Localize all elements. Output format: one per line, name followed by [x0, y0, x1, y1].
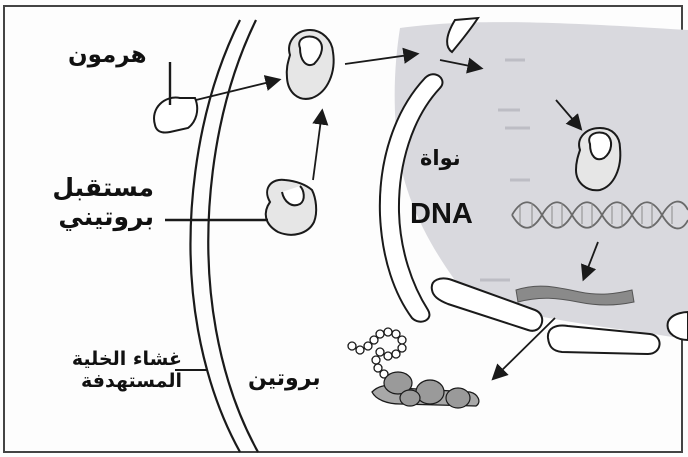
hormone-shape: [154, 98, 197, 133]
protein-chain: [348, 328, 479, 408]
label-protein: بروتين: [248, 366, 321, 391]
receptor-hormone-complex-nucleus: [576, 128, 620, 190]
label-nucleus: نواة: [420, 146, 461, 170]
label-receptor-line2: بروتيني: [24, 203, 154, 232]
label-hormone: هرمون: [68, 42, 147, 68]
label-membrane-line2: المستهدفة: [12, 371, 182, 393]
receptor-protein-free: [266, 180, 316, 235]
label-dna: DNA: [410, 198, 473, 231]
label-receptor-line1: مستقبل: [24, 174, 154, 203]
label-membrane-line1: غشاء الخلية: [12, 349, 182, 371]
receptor-hormone-complex: [287, 30, 334, 99]
label-target-cell-membrane: غشاء الخلية المستهدفة: [12, 349, 182, 393]
label-receptor-protein: مستقبل بروتيني: [24, 174, 154, 232]
